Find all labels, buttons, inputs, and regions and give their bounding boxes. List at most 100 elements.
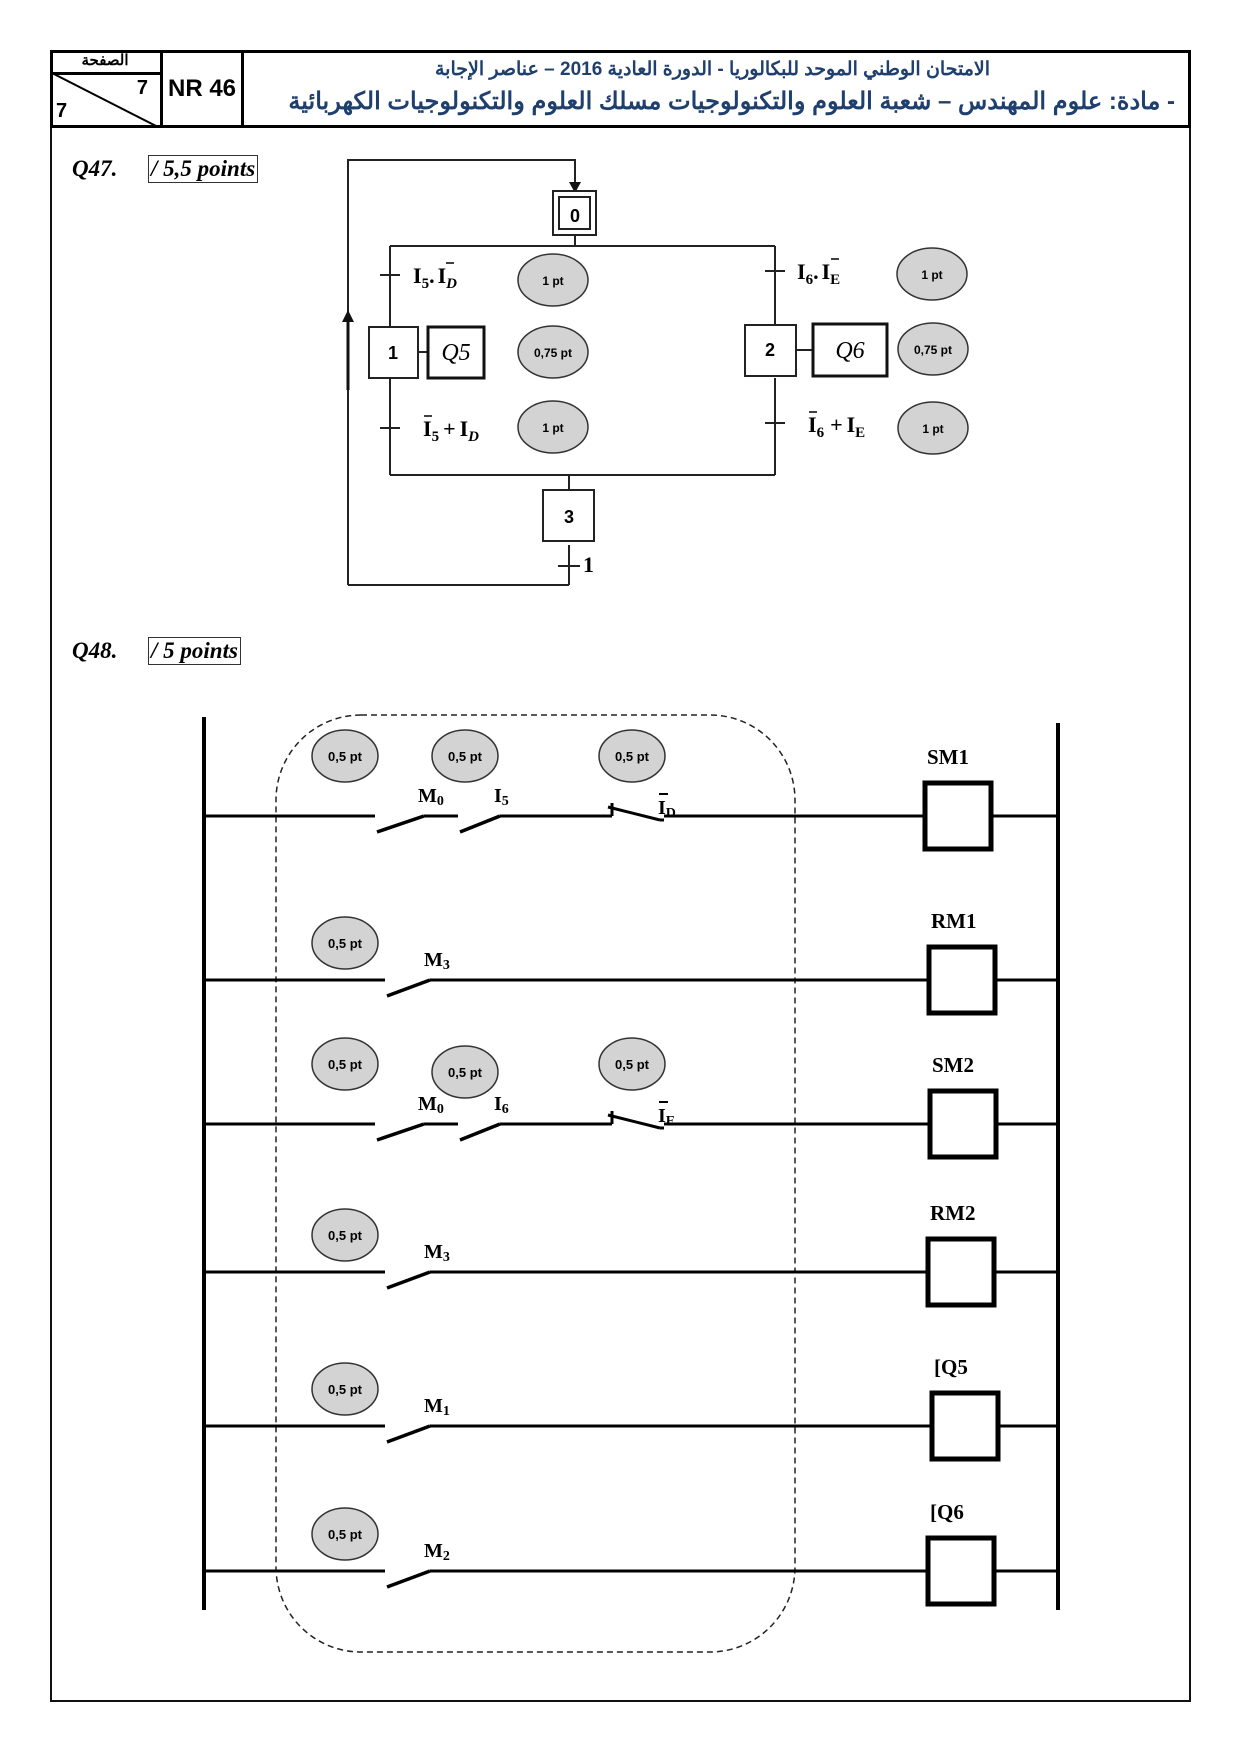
- score-badge: 1 pt: [517, 400, 589, 454]
- svg-text:0,5 pt: 0,5 pt: [448, 749, 483, 764]
- contact-M0: M0: [376, 1093, 444, 1142]
- coil-label: SM2: [932, 1053, 974, 1077]
- contact-label: ID: [658, 797, 676, 821]
- rung-1: M0 0,5 pt I5 0,5 pt ID 0,5 pt SM1: [204, 729, 1058, 852]
- action-q6: [811, 322, 889, 378]
- score-badge: 0,5 pt: [311, 1037, 379, 1091]
- arrow-up-icon: [342, 310, 354, 322]
- header-title-line2: - مادة: علوم المهندس – شعبة العلوم والتك…: [288, 88, 1175, 115]
- page-number-box: الصفحة 7 7: [50, 50, 163, 128]
- coil-SM2: [927, 1088, 999, 1160]
- rung-6: M2 0,5 pt [Q6: [204, 1500, 1058, 1607]
- svg-text:1 pt: 1 pt: [542, 274, 563, 288]
- score-badge: 0,5 pt: [598, 729, 666, 783]
- score-badge: 0,5 pt: [311, 1507, 379, 1561]
- coil-RM2: [925, 1236, 997, 1308]
- contact-label: I6: [494, 1093, 509, 1117]
- contact-IE: IE: [607, 1101, 675, 1130]
- svg-text:0,75 pt: 0,75 pt: [534, 346, 572, 360]
- coil-label: [Q5: [934, 1355, 968, 1379]
- contact-M3: M3: [386, 949, 450, 998]
- contact-M3: M3: [386, 1241, 450, 1290]
- header-title: الامتحان الوطني الموحد للبكالوريا - الدو…: [250, 56, 1175, 120]
- action-q5: [426, 325, 486, 380]
- transition-2-3-condition: I6+IE: [808, 411, 865, 441]
- step-1: [368, 326, 419, 379]
- score-badge: 0,5 pt: [311, 1208, 379, 1262]
- contact-label: M1: [424, 1395, 450, 1419]
- svg-text:1 pt: 1 pt: [921, 268, 942, 282]
- transition-1-3-condition: I5+ID: [423, 415, 479, 445]
- coil-RM1: [926, 944, 998, 1016]
- score-badge: 0,5 pt: [598, 1037, 666, 1091]
- score-badge: 1 pt: [517, 253, 589, 307]
- svg-text:0,5 pt: 0,5 pt: [328, 936, 363, 951]
- score-badge: 0,5 pt: [311, 729, 379, 783]
- rung-2: M3 0,5 pt RM1: [204, 909, 1058, 1016]
- score-badge: 1 pt: [896, 247, 968, 301]
- contact-ID: ID: [607, 793, 676, 822]
- svg-text:0,5 pt: 0,5 pt: [448, 1065, 483, 1080]
- score-badge: 0,5 pt: [431, 729, 499, 783]
- transition-0-2-condition: I6.IE: [797, 258, 840, 288]
- rung-4: M3 0,5 pt RM2: [204, 1201, 1058, 1308]
- contact-label: M3: [424, 1241, 450, 1265]
- header-title-line1: الامتحان الوطني الموحد للبكالوريا - الدو…: [434, 59, 991, 80]
- svg-text:0,5 pt: 0,5 pt: [328, 1382, 363, 1397]
- svg-text:0,5 pt: 0,5 pt: [328, 1057, 363, 1072]
- coil-Q5: [929, 1390, 1001, 1462]
- page-total: 7: [56, 100, 68, 122]
- svg-text:0,5 pt: 0,5 pt: [615, 749, 650, 764]
- score-badge: 0,5 pt: [311, 916, 379, 970]
- svg-text:Q5: Q5: [441, 340, 470, 366]
- svg-text:1 pt: 1 pt: [542, 421, 563, 435]
- q48-label: Q48.: [72, 638, 118, 663]
- score-badge: 1 pt: [897, 401, 969, 455]
- q47-label: Q47.: [72, 156, 118, 181]
- coil-label: SM1: [927, 745, 969, 769]
- dashed-region: [275, 714, 796, 1653]
- step-2-label: 2: [765, 340, 775, 360]
- coil-label: [Q6: [930, 1500, 964, 1524]
- contact-label: I5: [494, 785, 509, 809]
- header-band: [50, 50, 1191, 128]
- score-badge: 0,5 pt: [431, 1045, 499, 1099]
- coil-SM1: [922, 780, 994, 852]
- page-label: الصفحة: [50, 50, 160, 75]
- step-0: [552, 190, 597, 236]
- svg-text:0,75 pt: 0,75 pt: [914, 343, 952, 357]
- score-badge: 0,75 pt: [517, 325, 589, 379]
- contact-I5: I5: [459, 785, 509, 834]
- transition-0-1-condition: I5.ID: [413, 262, 457, 292]
- score-badge: 0,75 pt: [897, 322, 969, 376]
- contact-label: M0: [418, 785, 444, 809]
- svg-text:I5.ID: I5.ID: [413, 263, 457, 292]
- arrow-down-icon: [569, 182, 581, 193]
- svg-text:0,5 pt: 0,5 pt: [615, 1057, 650, 1072]
- step-1-label: 1: [388, 343, 398, 363]
- svg-text:I6.IE: I6.IE: [797, 259, 840, 288]
- page-divider-diagonal: [50, 72, 160, 128]
- svg-text:0,5 pt: 0,5 pt: [328, 749, 363, 764]
- score-badge: 0,5 pt: [311, 1362, 379, 1416]
- q47-points: / 5,5 points: [148, 155, 259, 183]
- contact-M0: M0: [376, 785, 444, 834]
- transition-3-0-condition: 1: [583, 552, 594, 577]
- svg-text:1 pt: 1 pt: [922, 422, 943, 436]
- q48-points: / 5 points: [148, 637, 241, 665]
- contact-label: M2: [424, 1540, 450, 1564]
- coil-Q6: [925, 1535, 997, 1607]
- contact-M2: M2: [386, 1540, 450, 1589]
- rung-3: M0 0,5 pt I6 0,5 pt IE 0,5 pt SM2: [204, 1037, 1058, 1160]
- rung-5: M1 0,5 pt [Q5: [204, 1355, 1058, 1462]
- contact-label: IE: [658, 1105, 675, 1129]
- coil-label: RM2: [930, 1201, 976, 1225]
- exam-code: NR 46: [163, 50, 244, 128]
- contact-I6: I6: [459, 1093, 509, 1142]
- coil-label: RM1: [931, 909, 977, 933]
- svg-text:I6+IE: I6+IE: [808, 412, 865, 441]
- svg-text:I5+ID: I5+ID: [423, 416, 479, 445]
- step-3: [542, 489, 595, 542]
